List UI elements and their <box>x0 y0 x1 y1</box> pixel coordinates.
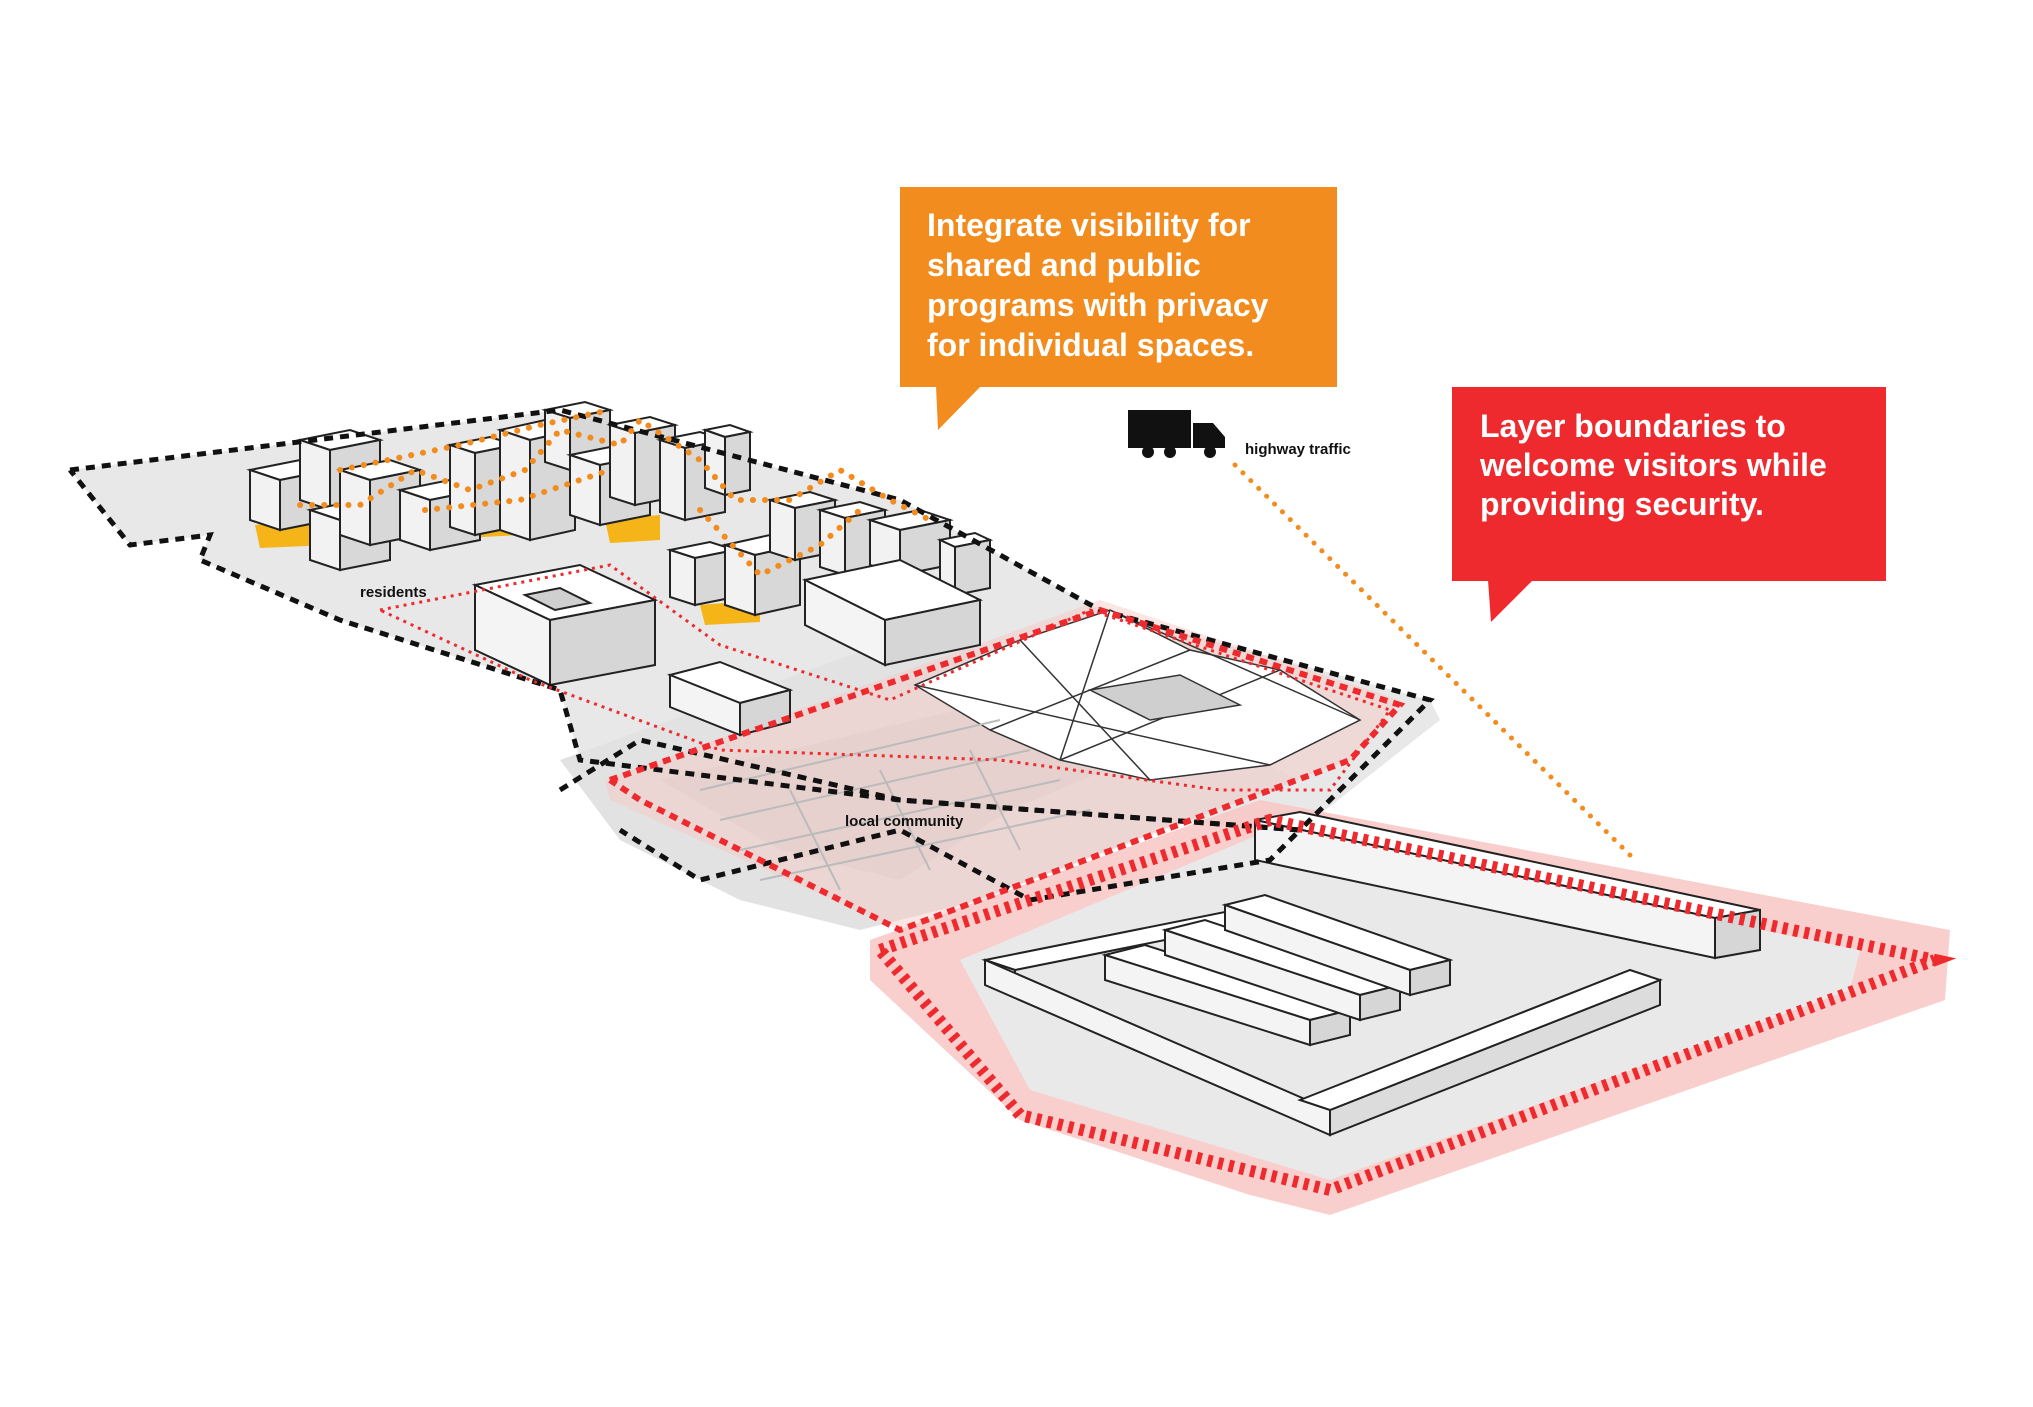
callout-orange-box <box>900 187 1337 430</box>
residential-blocks <box>246 400 994 617</box>
callout-line: shared and public <box>927 247 1201 283</box>
visibility-paths <box>297 407 933 579</box>
office-block <box>801 558 984 667</box>
callout-line: Layer boundaries to <box>1480 408 1786 444</box>
visibility-callout: Integrate visibility for shared and publ… <box>900 187 1337 387</box>
callout-red-box <box>1452 387 1886 622</box>
barracks-3 <box>1221 893 1454 997</box>
perimeter-wall <box>981 903 1663 1137</box>
compound-security-line <box>875 813 1957 1197</box>
callout-line: welcome visitors while <box>1480 447 1827 483</box>
building <box>936 531 994 597</box>
local-community-label: local community <box>845 813 964 830</box>
parking-lot-markings <box>699 719 1091 891</box>
community-hall <box>471 563 659 687</box>
building <box>866 508 954 577</box>
barracks-2 <box>1161 918 1404 1022</box>
outer-security-line <box>608 606 1406 934</box>
callout-line: providing security. <box>1480 486 1764 522</box>
residents-label: residents <box>360 584 427 601</box>
callout-line: for individual spaces. <box>927 327 1255 363</box>
annex-block <box>666 660 794 737</box>
building <box>701 423 754 497</box>
callout-line: programs with privacy <box>927 287 1269 323</box>
truck-icon <box>1128 410 1225 458</box>
civic-blocks <box>471 558 984 737</box>
community-boundary <box>558 737 1306 903</box>
boundaries-callout: Layer boundaries to welcome visitors whi… <box>1452 387 1886 581</box>
highway-traffic-label: highway traffic <box>1245 441 1351 458</box>
highway-sightline <box>1232 462 1638 863</box>
callout-line: Integrate visibility for <box>927 207 1251 243</box>
site-boundary <box>68 407 1435 833</box>
